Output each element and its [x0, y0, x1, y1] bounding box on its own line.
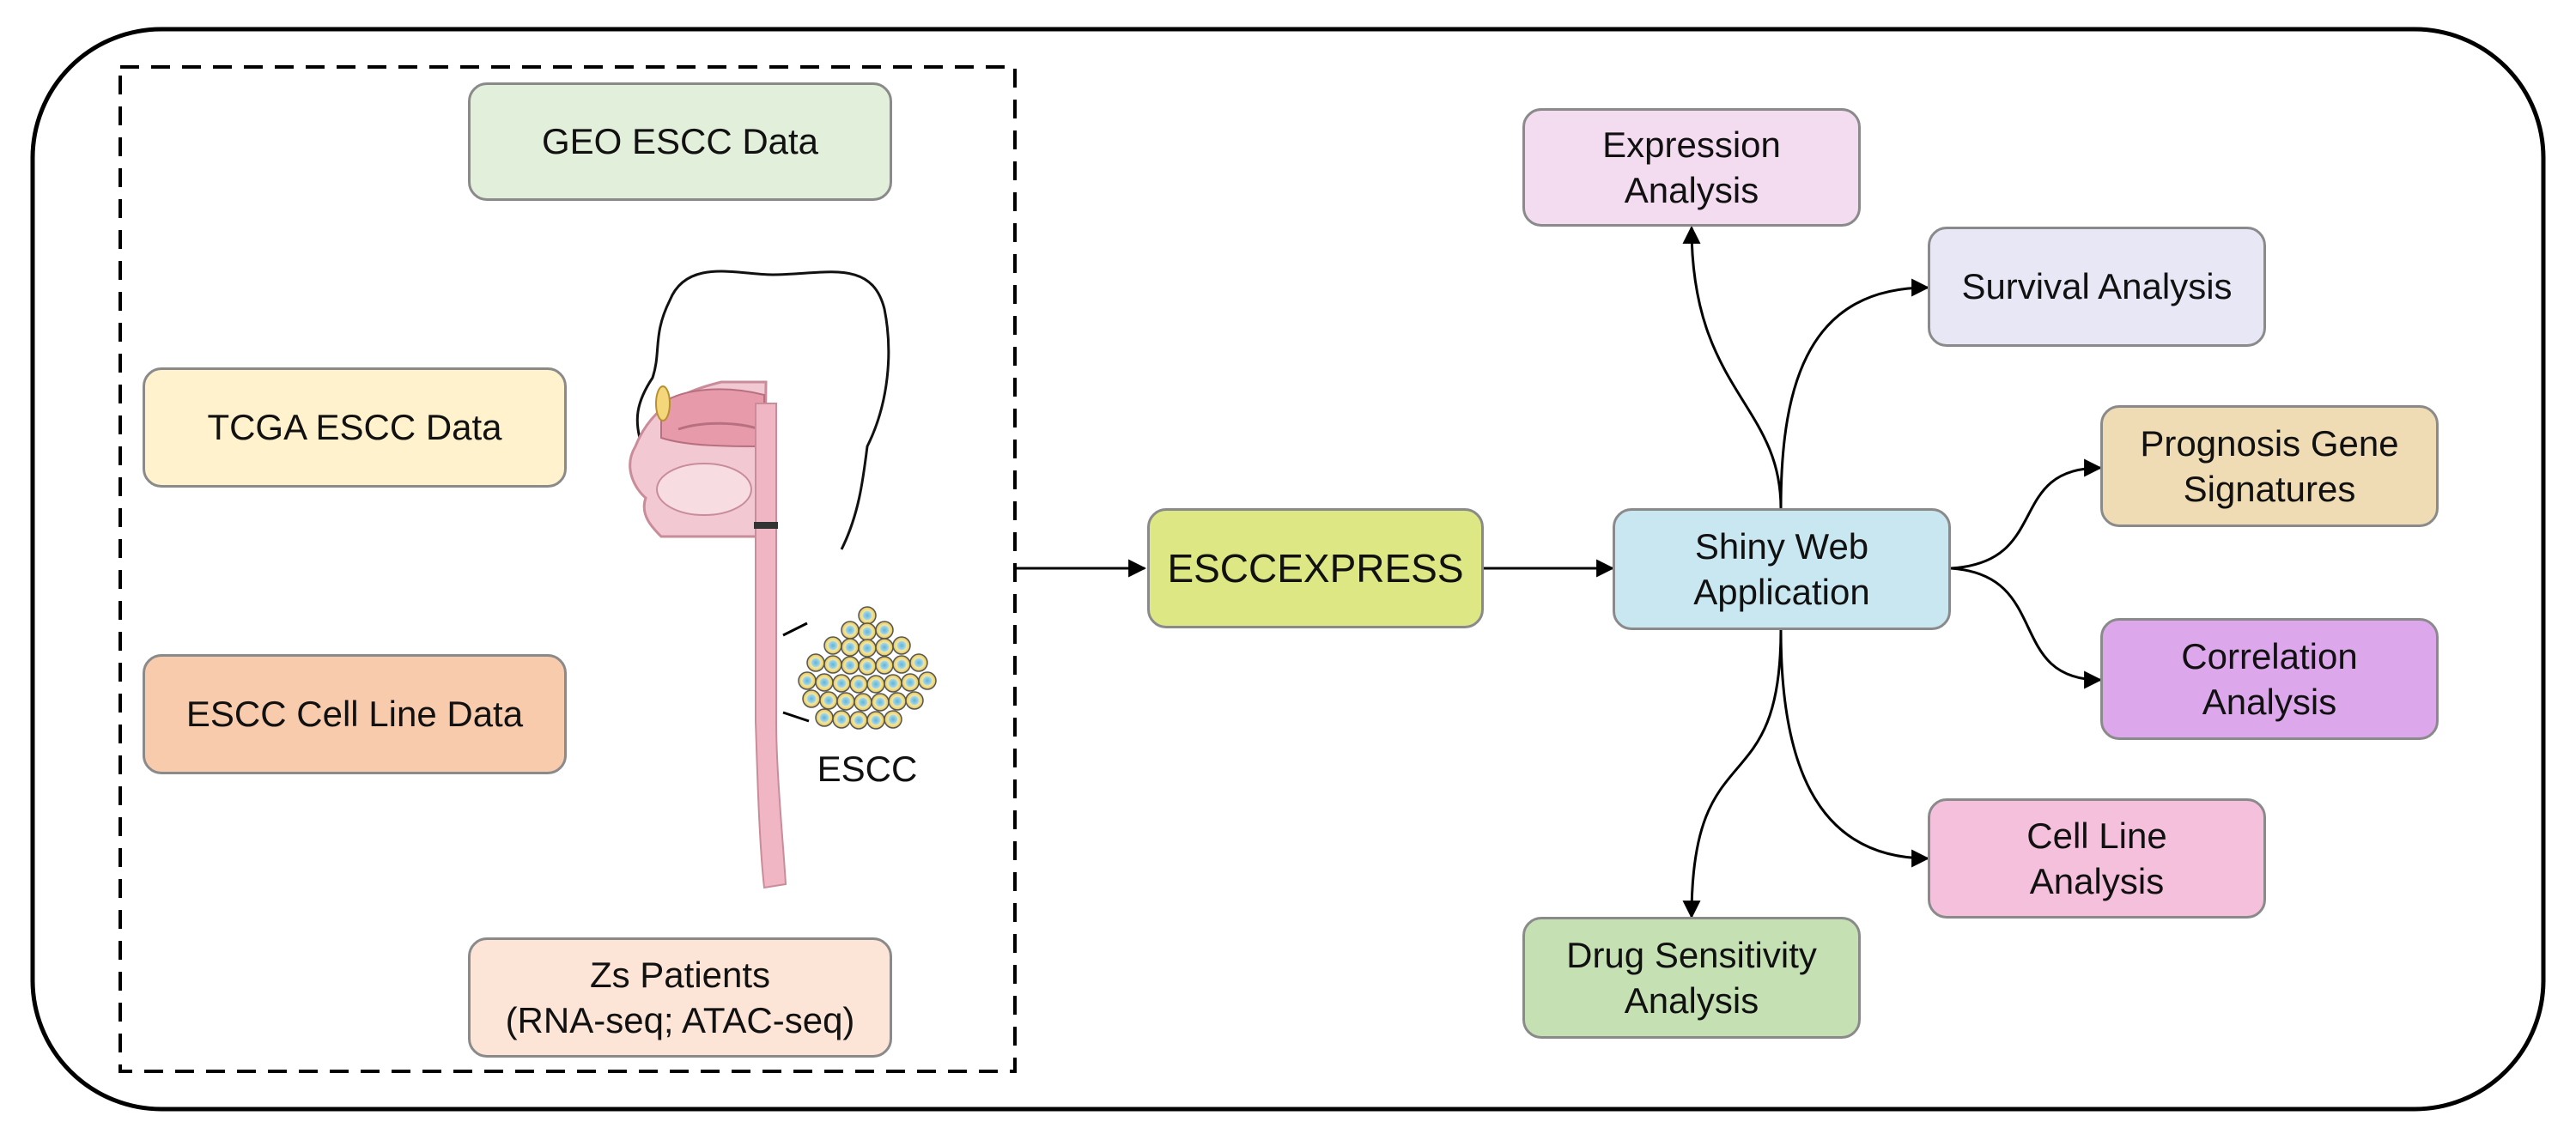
zs-patients-label: Zs Patients: [589, 954, 771, 995]
correlation-analysis-box: Correlation Analysis: [2100, 618, 2439, 740]
arrow-to-correlation: [1950, 567, 2103, 689]
cell-line-analysis-box: Cell Line Analysis: [1928, 798, 2266, 919]
arrow-to-expression: [1682, 225, 1783, 509]
prognosis-line2-label: Signatures: [2183, 469, 2356, 509]
tcga-escc-data-label: TCGA ESCC Data: [207, 407, 502, 448]
prognosis-line1-label: Prognosis Gene: [2140, 422, 2399, 464]
tumor-cell-cluster: [798, 606, 937, 730]
esccexpress-label: ESCCEXPRESS: [1167, 545, 1464, 591]
expression-analysis-box: Expression Analysis: [1522, 108, 1861, 227]
drug-line2-label: Analysis: [1624, 980, 1759, 1021]
geo-escc-data-label: GEO ESCC Data: [541, 121, 819, 162]
survival-analysis-label: Survival Analysis: [1961, 266, 2233, 307]
arrow-to-prognosis: [1950, 458, 2103, 570]
drug-line1-label: Drug Sensitivity: [1566, 934, 1817, 975]
nasal-gland: [655, 385, 671, 421]
geo-escc-data-box: GEO ESCC Data: [468, 82, 892, 201]
escc-cell-line-data-box: ESCC Cell Line Data: [143, 654, 567, 774]
prognosis-gene-signatures-box: Prognosis Gene Signatures: [2100, 405, 2439, 527]
nasal-turbinate: [677, 421, 761, 431]
correlation-line1-label: Correlation: [2181, 635, 2358, 676]
tumor-pointer-upper: [782, 622, 808, 637]
oral-cavity: [656, 463, 752, 516]
correlation-line2-label: Analysis: [2202, 682, 2337, 722]
arrow-to-drug: [1682, 629, 1783, 919]
drug-sensitivity-analysis-box: Drug Sensitivity Analysis: [1522, 917, 1861, 1039]
expression-line1-label: Expression: [1602, 124, 1781, 165]
arrow-to-cell-line: [1779, 629, 1930, 868]
esccexpress-box: ESCCEXPRESS: [1147, 508, 1484, 628]
arrow-to-survival: [1779, 278, 1930, 509]
cell-line-line2-label: Analysis: [2029, 861, 2165, 901]
shiny-web-application-box: Shiny Web Application: [1613, 508, 1951, 630]
nasal-cavity: [660, 388, 765, 448]
survival-analysis-box: Survival Analysis: [1928, 227, 2266, 347]
tcga-escc-data-box: TCGA ESCC Data: [143, 367, 567, 488]
cell-line-line1-label: Cell Line: [2026, 815, 2167, 856]
escc-cell-line-data-label: ESCC Cell Line Data: [185, 694, 524, 735]
tumor-pointer-lower: [782, 711, 810, 723]
expression-line2-label: Analysis: [1624, 170, 1759, 210]
esophageal-sphincter: [754, 522, 778, 529]
shiny-line2-label: Application: [1693, 572, 1870, 612]
tumor-label: ESCC: [817, 749, 918, 789]
zs-patients-assays-label: (RNA-seq; ATAC-seq): [505, 1000, 855, 1040]
zs-patients-box: Zs Patients (RNA-seq; ATAC-seq): [468, 937, 892, 1058]
esophagus-anatomy-icon: ESCC: [629, 270, 937, 889]
shiny-line1-label: Shiny Web: [1694, 525, 1869, 567]
